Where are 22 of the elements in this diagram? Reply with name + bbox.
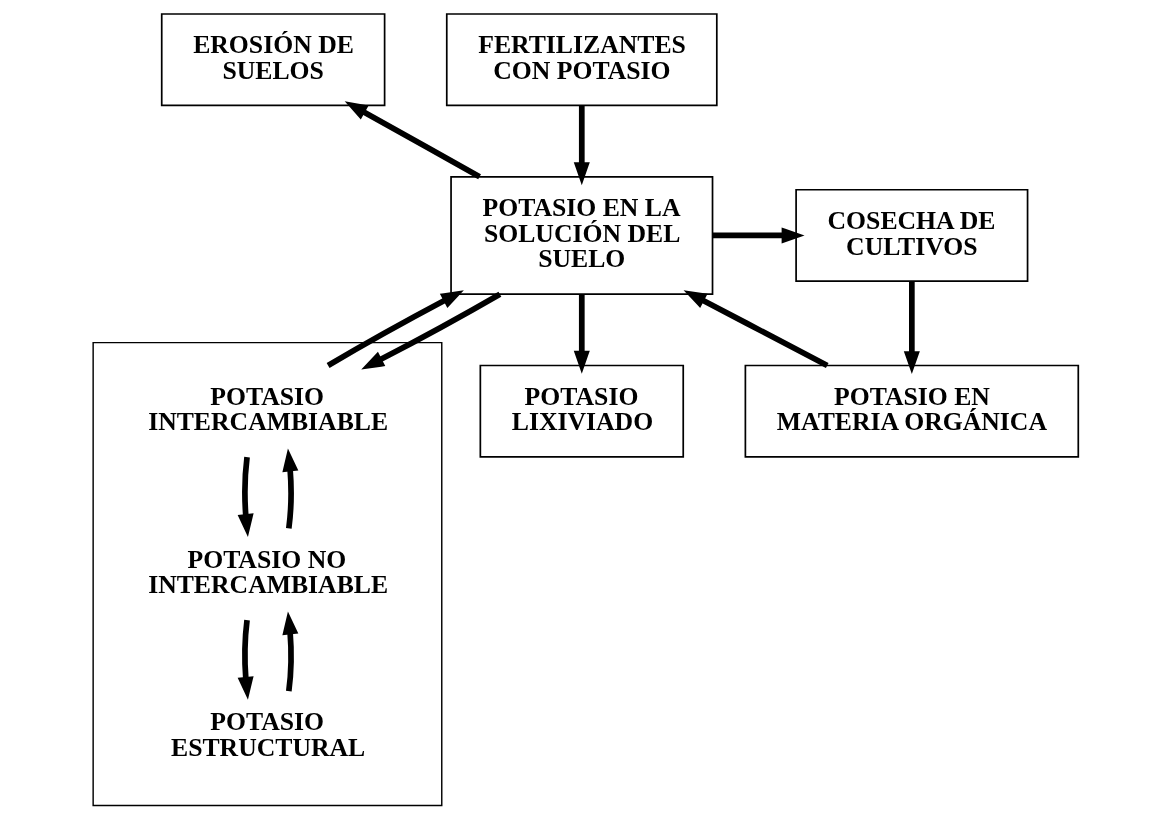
cluster: [92, 341, 443, 807]
arrow: [573, 294, 590, 374]
arrow: [683, 290, 829, 368]
node-text: POTASIO NO INTERCAMBIABLE: [148, 544, 389, 600]
arrow: [361, 291, 502, 370]
node-text: POTASIO INTERCAMBIABLE: [148, 381, 389, 437]
arrow: [282, 611, 299, 692]
arrow: [344, 101, 481, 180]
arrow: [282, 448, 299, 529]
node-box: POTASIO LIXIVIADO: [479, 364, 685, 458]
node-box: FERTILIZANTES CON POTASIO: [445, 13, 718, 107]
arrow: [712, 227, 805, 244]
arrow: [237, 456, 254, 537]
arrow: [903, 281, 920, 375]
arrow: [237, 619, 254, 700]
node-box: COSECHA DE CULTIVOS: [795, 188, 1029, 283]
arrow: [573, 105, 590, 186]
node-text: POTASIO ESTRUCTURAL: [171, 707, 366, 763]
node-box: POTASIO EN MATERIA ORGÁNICA: [744, 364, 1080, 458]
node-box: EROSIÓN DE SUELOS: [160, 13, 386, 107]
node-box: POTASIO EN LA SOLUCIÓN DEL SUELO: [450, 176, 714, 295]
arrow: [326, 290, 464, 368]
